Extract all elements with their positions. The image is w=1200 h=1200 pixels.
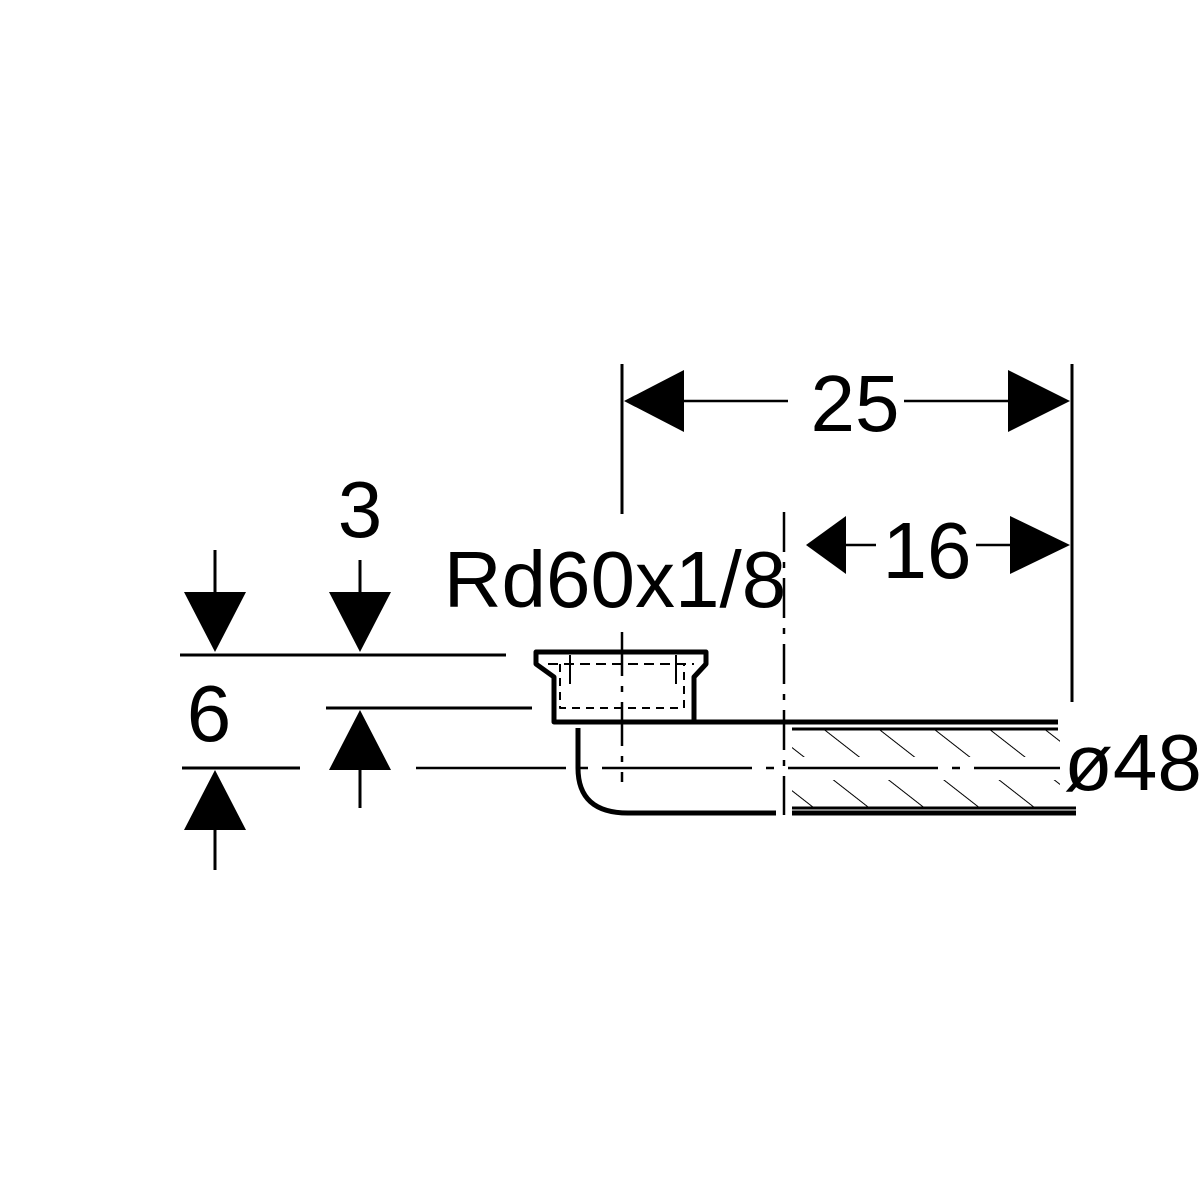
arrowhead-left xyxy=(806,516,846,574)
hatch-upper xyxy=(792,729,1060,757)
dimension-label-6: 6 xyxy=(187,669,232,758)
hatch-lower xyxy=(792,780,1060,808)
dimension-depth-partial xyxy=(329,560,391,808)
reference-lines xyxy=(180,653,532,770)
dimension-label-3: 3 xyxy=(338,465,383,554)
arrowhead-bottom xyxy=(184,770,246,830)
pipe-bend-outer xyxy=(575,728,776,816)
arrowhead-top xyxy=(184,592,246,652)
arrowhead-bottom xyxy=(329,710,391,770)
dimension-length-total xyxy=(620,364,1074,702)
arrowhead-top xyxy=(329,592,391,652)
dimension-label-25: 25 xyxy=(811,359,900,448)
dimension-length-partial xyxy=(782,512,1070,815)
arrowhead-right xyxy=(1010,516,1070,574)
dimension-label-16: 16 xyxy=(883,506,972,595)
thread-label: Rd60x1/8 xyxy=(444,535,786,624)
section-hatching xyxy=(792,729,1060,808)
arrowhead-right xyxy=(1008,370,1070,432)
diameter-label: ø48 xyxy=(1064,718,1200,807)
dimension-depth-total xyxy=(184,550,246,870)
arrowhead-left xyxy=(624,370,684,432)
